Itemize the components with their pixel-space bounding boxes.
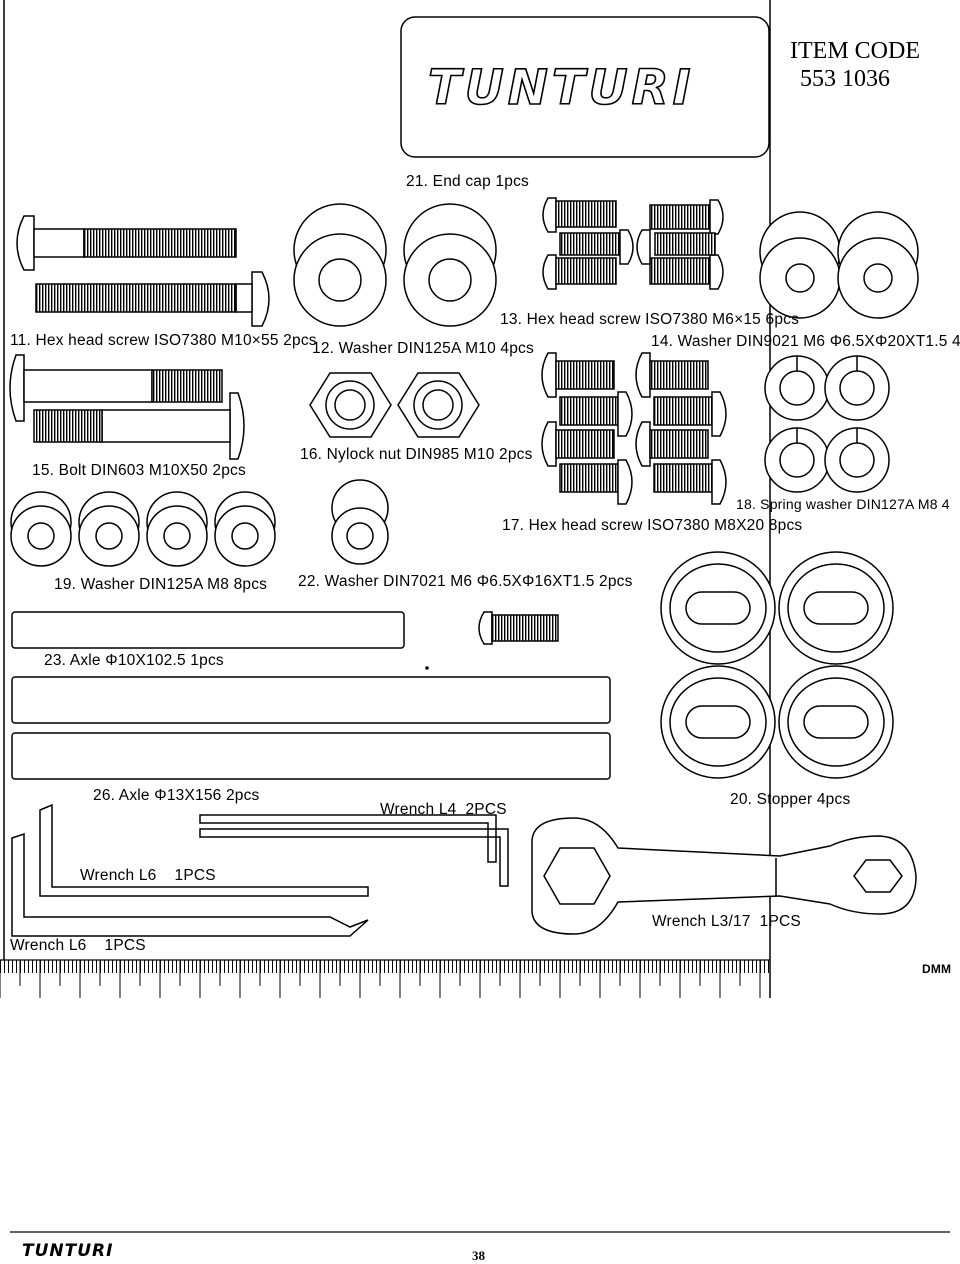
part-11-label: 11. Hex head screw ISO7380 M10×55 2pcs: [10, 332, 317, 349]
nylock-nut-m10-icon: [309, 372, 480, 438]
part-26-label: 26. Axle Φ13X156 2pcs: [93, 787, 260, 804]
part-19-label: 19. Washer DIN125A M8 8pcs: [54, 576, 268, 593]
end-cap-icon: [425, 611, 559, 670]
measuring-ruler: [0, 959, 770, 998]
screw-m8x20-icon: [541, 352, 727, 505]
washer-m8-icon: [10, 491, 276, 567]
spring-washer-m8-icon: [764, 355, 890, 493]
page-number: 38: [472, 1248, 485, 1263]
page-frame: [3, 0, 771, 998]
part-16-label: 16. Nylock nut DIN985 M10 2pcs: [300, 446, 533, 463]
ruler-unit-label: DMM: [922, 962, 952, 976]
axle-13x156-icon: [11, 676, 611, 780]
stopper-icon: [660, 551, 894, 779]
part-23-label: 23. Axle Φ10X102.5 1pcs: [44, 652, 224, 669]
wrench-l3-17-icon: [531, 817, 917, 935]
part-22-label: 22. Washer DIN7021 M6 Φ6.5XΦ16XT1.5 2pcs: [298, 573, 633, 590]
part-15-label: 15. Bolt DIN603 M10X50 2pcs: [32, 462, 246, 479]
wrench-l4-icon: [199, 814, 509, 887]
wrench-l6-label-b: Wrench L6 1PCS: [10, 937, 146, 954]
washer-m6-din9021-icon: [759, 211, 919, 319]
screw-m6x15-icon: [542, 197, 724, 290]
item-code-label: ITEM CODE: [790, 38, 920, 64]
part-14-label: 14. Washer DIN9021 M6 Φ6.5XΦ20XT1.5 4: [651, 333, 960, 350]
part-20-label: 20. Stopper 4pcs: [730, 791, 851, 808]
bolt-m10x50-icon: [9, 354, 245, 460]
part-18-label: 18. Spring washer DIN127A M8 4: [736, 496, 950, 512]
part-13-label: 13. Hex head screw ISO7380 M6×15 6pcs: [500, 311, 800, 328]
wrench-l6-label-a: Wrench L6 1PCS: [80, 867, 216, 884]
item-code-box: [400, 16, 770, 158]
wrench-l3-17-label: Wrench L3/17 1PCS: [652, 913, 801, 930]
brand-logo: TUNTURI: [427, 59, 695, 117]
wrench-l4-label: Wrench L4 2PCS: [380, 801, 507, 818]
item-code-value: 553 1036: [800, 66, 890, 92]
axle-10x102-icon: [11, 611, 405, 649]
washer-m10-icon: [293, 203, 497, 327]
screw-m10x55-icon: [16, 215, 270, 327]
footer-brand-logo: TUNTURI: [22, 1241, 114, 1261]
part-21-label: 21. End cap 1pcs: [406, 173, 529, 190]
wrench-l6-icon: [11, 803, 369, 937]
part-12-label: 12. Washer DIN125A M10 4pcs: [312, 340, 534, 357]
part-17-label: 17. Hex head screw ISO7380 M8X20 8pcs: [502, 517, 803, 534]
washer-m6-din7021-icon: [331, 479, 389, 565]
